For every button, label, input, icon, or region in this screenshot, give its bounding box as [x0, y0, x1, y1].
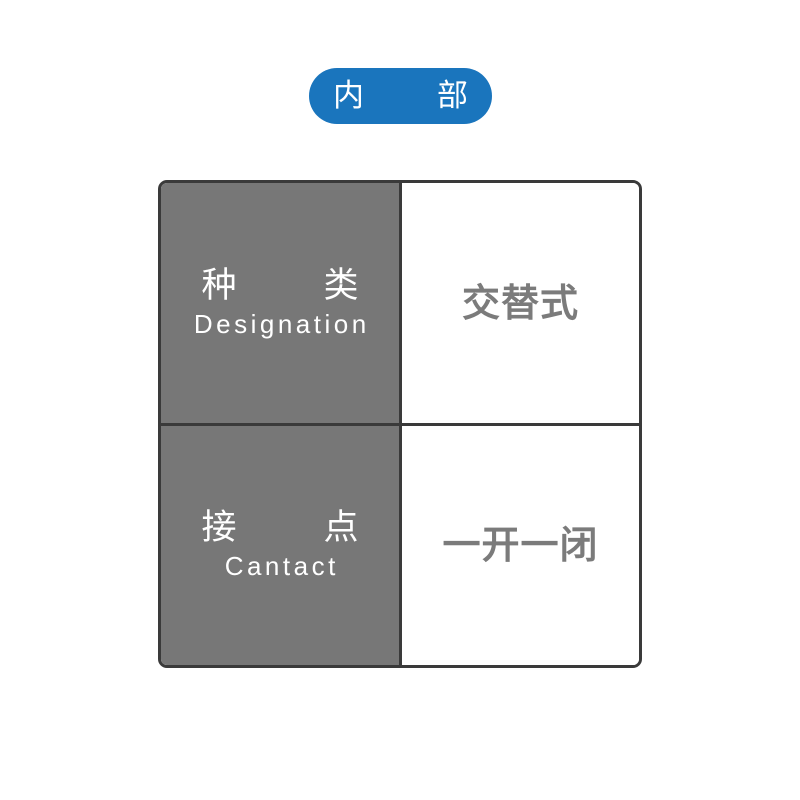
table-row: 接 点 Cantact 一开一闭: [161, 425, 639, 665]
table-cell-label-contact: 接 点 Cantact: [161, 425, 402, 665]
table-cell-value-designation: 交替式: [402, 183, 639, 423]
internal-badge: 内 部: [309, 68, 492, 124]
internal-badge-label: 内 部: [333, 77, 489, 114]
value-designation: 交替式: [461, 280, 579, 325]
label-cn-designation: 种 类: [201, 265, 385, 306]
label-en-designation: Designation: [193, 308, 370, 339]
table-row: 种 类 Designation 交替式: [161, 183, 639, 426]
value-contact: 一开一闭: [442, 523, 599, 568]
table-cell-value-contact: 一开一闭: [402, 425, 639, 665]
label-en-contact: Cantact: [224, 551, 339, 582]
table-cell-label-designation: 种 类 Designation: [161, 183, 402, 423]
label-cn-contact: 接 点: [201, 508, 385, 548]
specification-table: 种 类 Designation 交替式 接 点 Cantact 一开一闭: [158, 180, 642, 668]
